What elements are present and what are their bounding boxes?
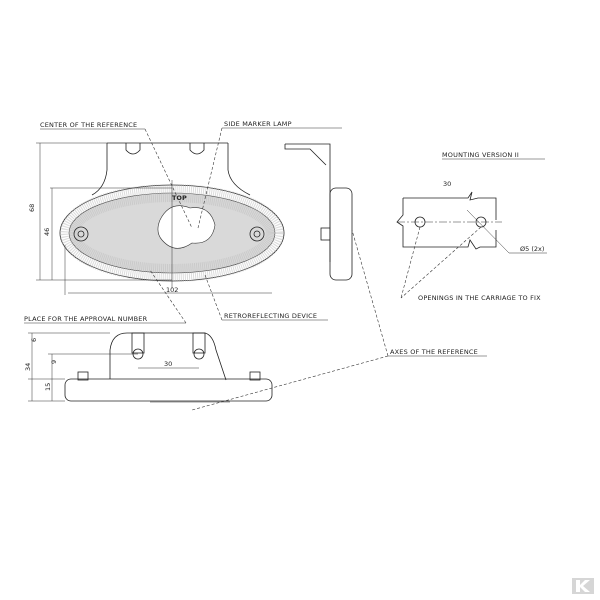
dim-34: 34 — [24, 363, 32, 371]
brand-logo — [572, 578, 594, 594]
dim-15: 15 — [44, 383, 52, 391]
bottom-view: 34 15 6 9 30 — [24, 332, 273, 403]
dim-68: 68 — [28, 204, 36, 212]
label-mounting-version: MOUNTING VERSION II — [442, 151, 519, 159]
side-view — [284, 143, 353, 281]
mounting-detail: MOUNTING VERSION II 30 Ø5 (2x) OPENINGS … — [396, 151, 547, 302]
dim-30-mount: 30 — [443, 180, 451, 188]
dim-6: 6 — [30, 338, 38, 342]
front-view: TOP 68 46 102 — [28, 142, 285, 295]
label-side-marker-lamp: SIDE MARKER LAMP — [224, 120, 292, 128]
dim-30-bottom: 30 — [164, 360, 172, 368]
dim-9: 9 — [50, 360, 58, 364]
dim-46: 46 — [43, 228, 51, 236]
k-logo-icon — [572, 578, 594, 594]
label-center-of-reference: CENTER OF THE REFERENCE — [40, 121, 137, 129]
label-openings: OPENINGS IN THE CARRIAGE TO FIX — [418, 294, 541, 302]
dim-102: 102 — [166, 286, 178, 294]
top-marking: TOP — [172, 194, 187, 202]
label-retroreflecting-device: RETROREFLECTING DEVICE — [224, 312, 317, 320]
label-axes-of-reference: AXES OF THE REFERENCE — [390, 348, 478, 356]
dim-hole-diameter: Ø5 (2x) — [520, 245, 544, 253]
label-approval-number: PLACE FOR THE APPROVAL NUMBER — [24, 315, 148, 323]
